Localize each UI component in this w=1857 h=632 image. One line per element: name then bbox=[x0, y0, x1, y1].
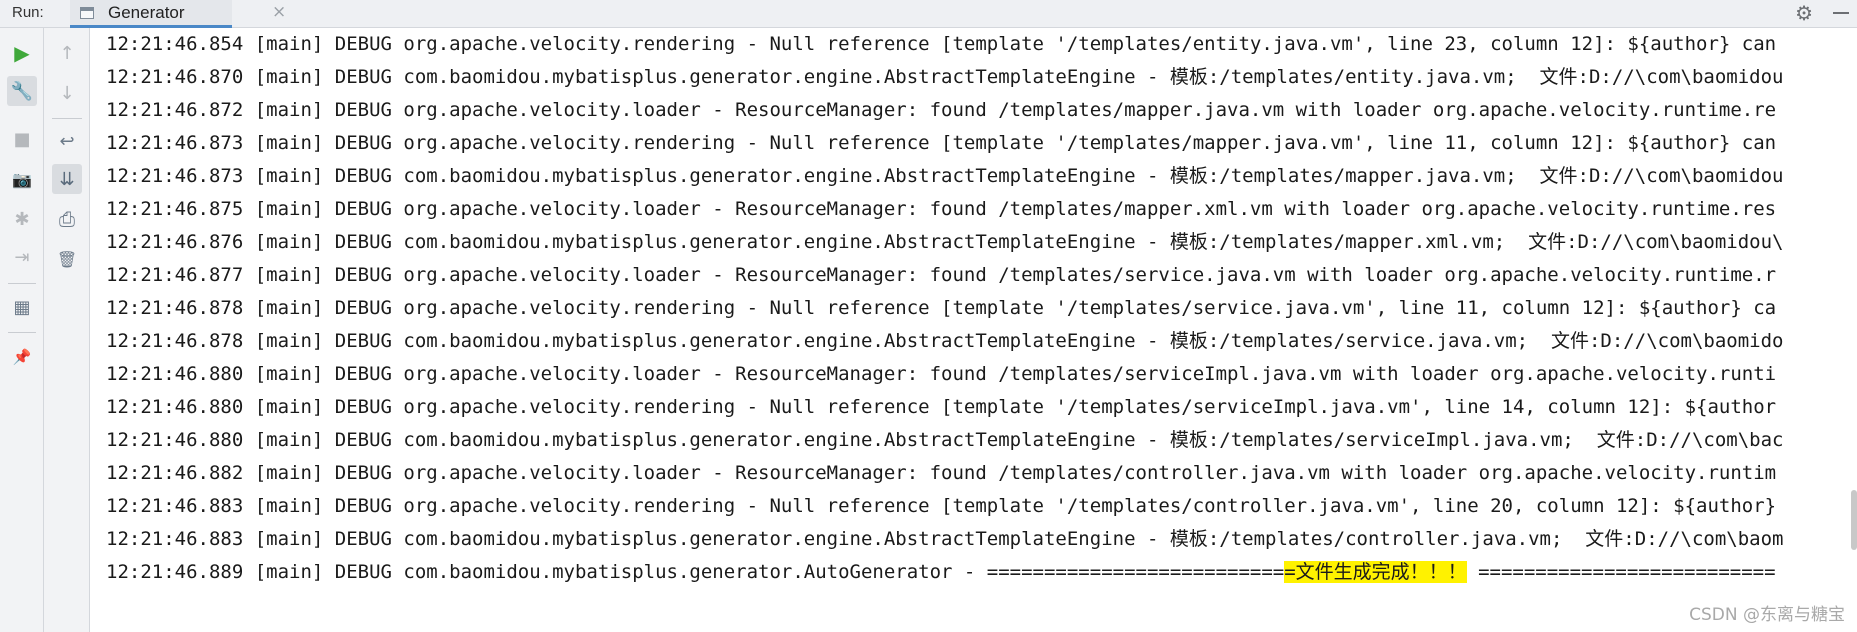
watermark: CSDN @东离与糖宝 bbox=[1689, 605, 1845, 625]
tab-label: Generator bbox=[108, 3, 185, 22]
console-line: 12:21:46.870 [main] DEBUG com.baomidou.m… bbox=[106, 66, 1784, 88]
final-line-prefix: 12:21:46.889 [main] DEBUG com.baomidou.m… bbox=[106, 561, 1285, 583]
pin-icon[interactable]: 📌 bbox=[12, 348, 32, 366]
soft-wrap-icon[interactable]: ↩ bbox=[59, 130, 75, 152]
final-line-suffix: ========================== bbox=[1466, 561, 1776, 583]
console-line: 12:21:46.878 [main] DEBUG org.apache.vel… bbox=[106, 297, 1777, 319]
highlighted-completion-text: =文件生成完成！！！ bbox=[1284, 561, 1467, 583]
console-line: 12:21:46.873 [main] DEBUG org.apache.vel… bbox=[106, 132, 1777, 154]
vertical-scrollbar[interactable] bbox=[1851, 490, 1857, 550]
console-line: 12:21:46.875 [main] DEBUG org.apache.vel… bbox=[106, 198, 1777, 220]
layout-icon[interactable]: ▦ bbox=[13, 296, 31, 318]
camera-icon[interactable]: 📷 bbox=[12, 169, 32, 189]
console-line: 12:21:46.854 [main] DEBUG org.apache.vel… bbox=[106, 33, 1777, 55]
console-line: 12:21:46.877 [main] DEBUG org.apache.vel… bbox=[106, 264, 1777, 286]
console-line: 12:21:46.880 [main] DEBUG com.baomidou.m… bbox=[106, 429, 1784, 451]
toolbar-separator bbox=[8, 283, 36, 284]
arrow-up-icon[interactable]: ↑ bbox=[59, 42, 75, 64]
print-icon[interactable]: ⎙ bbox=[59, 207, 75, 231]
console-line-final: 12:21:46.889 [main] DEBUG com.baomidou.m… bbox=[106, 556, 1776, 589]
console-line: 12:21:46.878 [main] DEBUG com.baomidou.m… bbox=[106, 330, 1784, 352]
run-label: Run: bbox=[12, 4, 44, 21]
debug-icon[interactable]: ✱ bbox=[14, 208, 30, 230]
toolbar-separator bbox=[8, 332, 36, 333]
run-panel-header: Run: Generator × ⚙ bbox=[0, 0, 1857, 28]
console-line: 12:21:46.880 [main] DEBUG org.apache.vel… bbox=[106, 363, 1777, 385]
run-toolbar-secondary: ↑ ↓ ↩ ⇊ ⎙ 🗑 bbox=[44, 28, 90, 632]
console-window-icon bbox=[80, 7, 94, 19]
console-line: 12:21:46.872 [main] DEBUG org.apache.vel… bbox=[106, 99, 1777, 121]
trash-icon[interactable]: 🗑 bbox=[56, 249, 78, 269]
gear-icon[interactable]: ⚙ bbox=[1795, 1, 1813, 25]
toolbar-separator bbox=[52, 118, 82, 119]
run-toolbar-primary: ▶ 🔧 ■ 📷 ✱ ⇥ ▦ 📌 bbox=[0, 28, 44, 632]
arrow-down-icon[interactable]: ↓ bbox=[59, 82, 75, 104]
console-line: 12:21:46.873 [main] DEBUG com.baomidou.m… bbox=[106, 165, 1784, 187]
scroll-to-end-icon[interactable]: ⇊ bbox=[52, 164, 82, 194]
login-icon[interactable]: ⇥ bbox=[14, 246, 30, 268]
minimize-icon[interactable] bbox=[1833, 12, 1849, 14]
console-line: 12:21:46.876 [main] DEBUG com.baomidou.m… bbox=[106, 231, 1784, 253]
console-line: 12:21:46.883 [main] DEBUG org.apache.vel… bbox=[106, 495, 1777, 517]
rerun-icon[interactable]: ▶ bbox=[14, 41, 30, 65]
wrench-icon[interactable]: 🔧 bbox=[7, 76, 37, 106]
console-line: 12:21:46.882 [main] DEBUG org.apache.vel… bbox=[106, 462, 1777, 484]
tab-generator[interactable]: Generator × bbox=[70, 0, 286, 28]
console-line: 12:21:46.883 [main] DEBUG com.baomidou.m… bbox=[106, 528, 1784, 550]
console-line: 12:21:46.880 [main] DEBUG org.apache.vel… bbox=[106, 396, 1777, 418]
close-icon[interactable]: × bbox=[272, 2, 287, 22]
stop-icon[interactable]: ■ bbox=[13, 128, 31, 150]
console-output[interactable]: 12:21:46.854 [main] DEBUG org.apache.vel… bbox=[90, 28, 1857, 632]
